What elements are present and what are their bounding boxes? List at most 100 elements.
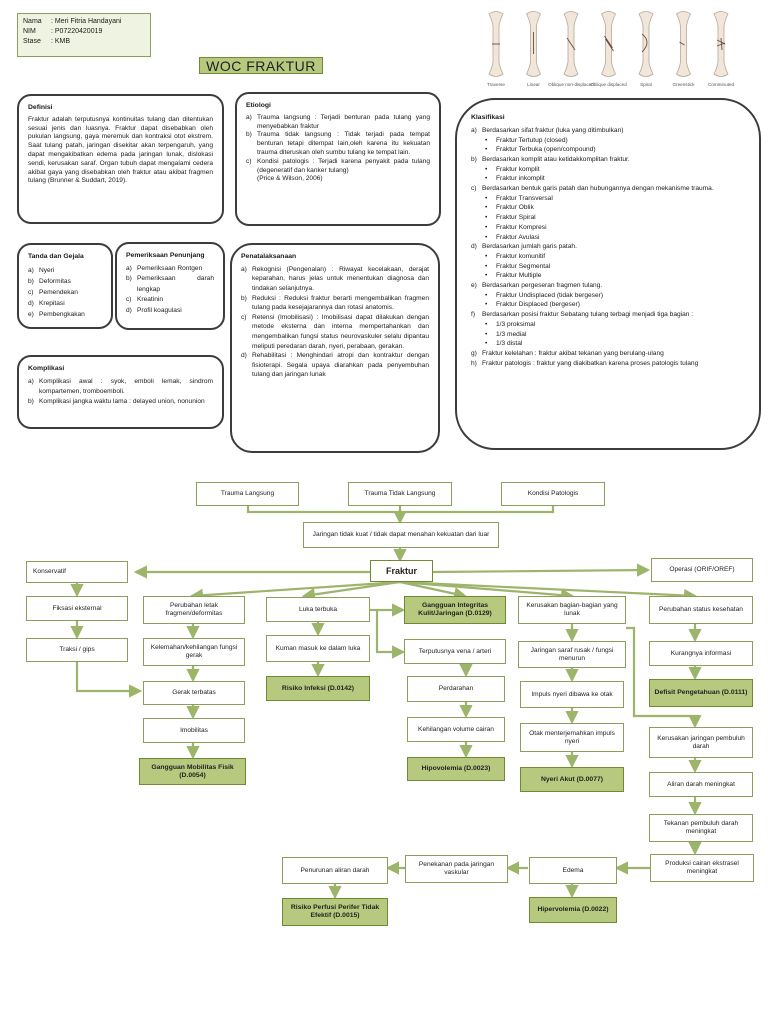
list-item: b)Reduksi : Reduksi fraktur berarti meng… (241, 294, 429, 313)
list-text: Fraktur Displaced (bergeser) (496, 301, 580, 309)
list-text: Berdasarkan sifat fraktur (luka yang dit… (482, 126, 624, 134)
klasifikasi-subitem: •Fraktur Segmental (471, 262, 743, 272)
klasifikasi-subitem: • 1/3 distal (471, 339, 743, 349)
list-item: e)Pembengkakan (28, 309, 102, 320)
list-text: Fraktur kelelahan : fraktur akibat tekan… (482, 349, 664, 357)
list-text: 1/3 proksimal (496, 320, 536, 328)
list-marker: a) (246, 113, 252, 121)
bone-icon: Traverse (487, 11, 505, 87)
definisi-panel: Definisi Fraktur adalah terputusnya kont… (17, 94, 224, 224)
node-konservatif: Konservatif (26, 561, 128, 583)
list-text: Pembengkakan (39, 310, 85, 318)
klasifikasi-group: e)Berdasarkan pergeseran fragmen tulang. (471, 281, 743, 291)
dx-mobilitas-fisik: Gangguan Mobilitas Fisik (D.0054) (139, 758, 246, 785)
dx-perfusi-perifer: Risiko Perfusi Perifer Tidak Efektif (D.… (282, 898, 388, 926)
list-marker: b) (246, 131, 252, 139)
list-text: Komplikasi jangka waktu lama : delayed u… (39, 397, 205, 405)
node-kehilangan-volume: Kehilangan volume cairan (407, 717, 505, 742)
klasifikasi-subitem: •Fraktur Tertutup (closed) (471, 136, 743, 146)
bone-label: Oblique displaced (590, 82, 627, 87)
klasifikasi-group: a)Berdasarkan sifat fraktur (luka yang d… (471, 126, 743, 136)
klasifikasi-panel: Klasifikasi a)Berdasarkan sifat fraktur … (455, 98, 761, 450)
bone-label: Oblique non-displaced (548, 82, 594, 87)
list-marker: a) (241, 265, 247, 273)
list-text: Pemendekan (39, 288, 78, 296)
bone-icon: Linear (525, 11, 542, 87)
klasifikasi-subitem: •Fraktur Undisplaced (tidak bergeser) (471, 291, 743, 301)
node-otak: Otak menterjemahkan impuls nyeri (520, 723, 624, 752)
list-marker: b) (126, 275, 132, 283)
penatalaksanaan-panel: Penatalaksanaan a)Rekognisi (Pengenalan)… (230, 243, 440, 453)
klasifikasi-subitem: •1/3 medial (471, 330, 743, 340)
list-marker: b) (471, 155, 477, 163)
etiologi-panel: Etiologi a)Trauma langsung : Terjadi ben… (235, 92, 441, 226)
node-gerak-terbatas: Gerak terbatas (143, 681, 245, 705)
list-text: Profil koagulasi (137, 306, 182, 314)
list-item: c)Kondisi patologis : Terjadi karena pen… (246, 158, 430, 176)
bullet-icon: • (485, 175, 488, 183)
tanda-heading: Tanda dan Gejala (28, 253, 84, 260)
klasifikasi-subitem: •Fraktur Oblik (471, 203, 743, 213)
node-tekanan-pembuluh: Tekanan pembuluh darah meningkat (649, 814, 753, 842)
node-operasi: Operasi (ORIF/OREF) (651, 558, 753, 582)
list-text: Berdasarkan posisi fraktur Sebatang tula… (482, 311, 694, 319)
list-marker: b) (28, 277, 34, 285)
bullet-icon: • (485, 340, 488, 348)
list-marker: c) (241, 313, 247, 321)
list-item: a)Nyeri (28, 265, 102, 276)
klasifikasi-group: h) Fraktur patologis : fraktur yang diaki… (471, 359, 743, 369)
list-text: 1/3 medial (496, 330, 527, 338)
klasifikasi-heading: Klasifikasi (471, 114, 505, 121)
etiologi-source: (Price & Wilson, 2006) (257, 175, 323, 183)
bullet-icon: • (485, 233, 488, 241)
dx-risiko-infeksi: Risiko Infeksi (D.0142) (266, 676, 370, 701)
dx-defisit-pengetahuan: Defisit Pengetahuan (D.0111) (649, 679, 753, 707)
bone-label: Linear (527, 82, 540, 87)
pemeriksaan-heading: Pemeriksaan Penunjang (126, 252, 205, 259)
node-imobilitas: Imobilitas (143, 718, 245, 743)
list-marker: h) (471, 359, 477, 367)
bullet-icon: • (485, 223, 488, 231)
list-text: Berdasarkan jumlah garis patah. (482, 243, 577, 251)
list-item: d) Profil koagulasi (126, 306, 214, 317)
list-item: b)Komplikasi jangka waktu lama : delayed… (28, 397, 213, 407)
list-marker: d) (126, 306, 132, 314)
list-text: Kondisi patologis : Terjadi karena penya… (257, 157, 430, 174)
list-text: Fraktur komplit (496, 165, 540, 173)
list-text: Rehabilitasi : Menghindari atropi dan ko… (252, 352, 429, 379)
klasifikasi-subitem: •Fraktur Multiple (471, 271, 743, 281)
node-kondisi-patologis: Kondisi Patologis (501, 482, 605, 506)
dx-hipervolemia: Hipervolemia (D.0022) (529, 897, 617, 923)
list-text: Berdasarkan komplit atau ketidakkomplita… (482, 155, 630, 163)
list-text: Fraktur patologis : fraktur yang diakiba… (482, 359, 699, 367)
etiologi-list: a)Trauma langsung : Terjadi benturan pad… (246, 114, 430, 176)
list-item: d)Rehabilitasi : Menghindari atropi dan … (241, 351, 429, 380)
dx-integritas-kulit: Gangguan Integritas Kulit/Jaringan (D.01… (404, 596, 506, 624)
list-marker: f) (471, 311, 476, 319)
list-item: b)Trauma tidak langsung : Tidak terjadi … (246, 131, 430, 157)
list-marker: c) (28, 288, 34, 296)
klasifikasi-group: d)Berdasarkan jumlah garis patah. (471, 242, 743, 252)
node-perubahan-letak: Perubahan letak fragmen/deformitas (143, 596, 245, 624)
bullet-icon: • (485, 204, 488, 212)
bullet-icon: • (485, 301, 488, 309)
list-text: 1/3 distal (496, 340, 523, 348)
bone-label: Spiral (640, 82, 652, 87)
node-kerusakan-bagian-lunak: Kerusakan bagian-bagian yang lunak (518, 596, 626, 624)
list-text: Komplikasi awal : syok, emboli lemak, si… (39, 377, 213, 395)
list-item: a)Rekognisi (Pengenalan) : Riwayat kecel… (241, 265, 429, 294)
list-marker: e) (471, 282, 477, 290)
bone-label: Comminuted (708, 82, 734, 87)
bullet-icon: • (485, 146, 488, 154)
klasifikasi-group: f) Berdasarkan posisi fraktur Sebatang tu… (471, 310, 743, 320)
bullet-icon: • (485, 320, 488, 328)
klasifikasi-subitem: •Fraktur komunitif (471, 252, 743, 262)
penatalaksanaan-heading: Penatalaksanaan (241, 253, 297, 260)
list-marker: c) (126, 296, 132, 304)
bone-icon: Oblique displaced (590, 11, 627, 87)
list-item: c)Kreatinin (126, 295, 214, 306)
